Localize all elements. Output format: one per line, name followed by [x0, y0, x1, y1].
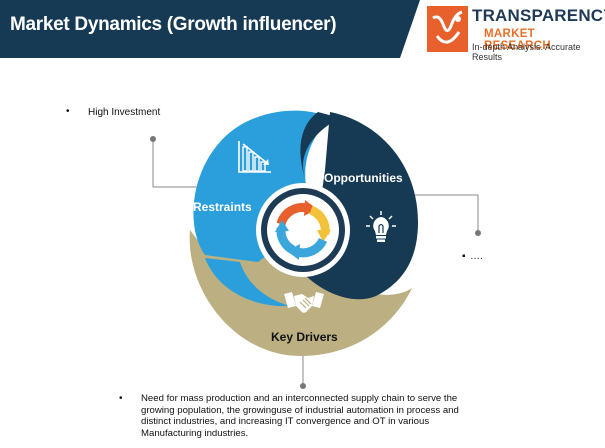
light-bulb-icon: [366, 211, 396, 242]
cycle-arrows-icon: [275, 200, 331, 260]
restraints-bullet-text: High Investment: [88, 107, 161, 118]
logo-mark-icon: [427, 6, 468, 52]
declining-bar-chart-icon: [238, 141, 271, 173]
restraints-bullet-dot: •: [66, 106, 70, 117]
connector-drivers: [300, 355, 306, 389]
drivers-bullet-dot: •: [119, 393, 123, 404]
segment-drivers: [189, 230, 412, 356]
opportunities-label: Opportunities: [324, 171, 403, 185]
header: Market Dynamics (Growth influencer) TRAN…: [0, 0, 605, 62]
opportunities-bullet-text: ….: [470, 251, 483, 262]
logo-tagline: In-depth Analysis. Accurate Results: [472, 42, 581, 62]
page-title: Market Dynamics (Growth influencer): [10, 14, 337, 35]
connector-opportunities: [410, 194, 481, 236]
connector-restraints: [150, 136, 210, 188]
opportunities-bullet-dot: ▪: [462, 251, 466, 262]
header-bar: [0, 0, 420, 58]
drivers-label: Key Drivers: [271, 330, 338, 344]
logo-subname: MARKET RESEARCH: [484, 28, 551, 52]
drivers-bullet-text: Need for mass production and an intercon…: [141, 393, 459, 439]
logo: TRANSPARENCY MARKET RESEARCH In-depth An…: [427, 6, 605, 62]
restraints-label: Restraints: [193, 200, 252, 214]
handshake-icon: [284, 292, 324, 313]
logo-name: TRANSPARENCY: [472, 6, 605, 25]
